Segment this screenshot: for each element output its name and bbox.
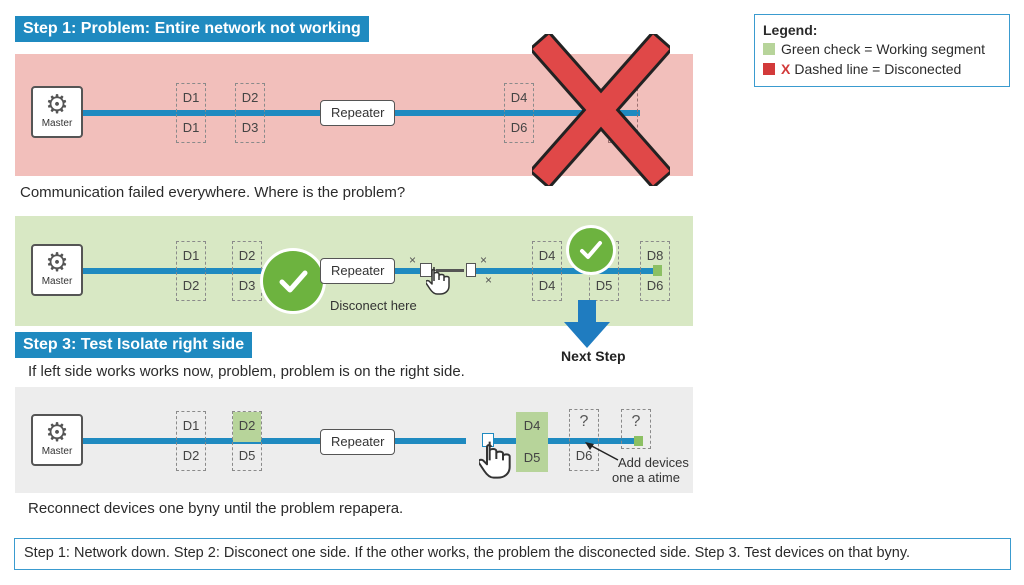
device-label: D4	[538, 278, 556, 293]
step2-end-terminator	[653, 265, 662, 276]
master-label: Master	[41, 276, 73, 287]
device-label: D1	[182, 90, 200, 105]
step1-master-node: ⚙ Master	[31, 86, 83, 138]
step2-bus-right	[474, 268, 658, 274]
x-mark-icon: ×	[409, 253, 417, 267]
device-label: D5	[238, 448, 256, 463]
legend-row-working: Green check = Working segment	[763, 39, 1001, 59]
x-mark-icon: ×	[485, 273, 493, 287]
legend-working-text: Green check = Working segment	[781, 41, 986, 57]
legend-disconnected-text: Dashed line = Disconected	[794, 61, 962, 77]
step2-disconnected-wire	[436, 269, 464, 272]
unknown-device-label: ?	[579, 413, 589, 430]
step1-device-group-2: D2 D3	[235, 83, 265, 143]
next-step-arrow-icon	[564, 300, 610, 348]
next-step-label: Next Step	[561, 348, 626, 364]
step3-end-terminator	[634, 436, 643, 446]
step2-device-group-1: D1 D2	[176, 241, 206, 301]
step3-caption: If left side works works now, problem, p…	[28, 363, 465, 380]
step1-repeater: Repeater	[320, 100, 396, 126]
device-label: D6	[575, 448, 593, 463]
add-devices-label-line2: one a atime	[612, 470, 680, 485]
step2-device-group-3: D4 D4	[532, 241, 562, 301]
device-label: D5	[523, 450, 541, 465]
device-label: D4	[523, 418, 541, 433]
device-label: D6	[510, 120, 528, 135]
summary-box: Step 1: Network down. Step 2: Disconect …	[14, 538, 1011, 570]
step3-device-group-3: D4 D5	[516, 412, 548, 472]
hand-pointer-icon	[479, 441, 511, 479]
step1-title: Step 1: Problem: Entire network not work…	[15, 16, 369, 42]
step3-device-group-5: ?	[621, 409, 651, 449]
step3-device-group-4: ? D6	[569, 409, 599, 471]
step2-bus-left	[80, 268, 420, 274]
step2-repeater: Repeater	[320, 258, 396, 284]
working-highlight	[233, 412, 261, 442]
step1-device-group-3: D4 D6	[504, 83, 534, 143]
step3-device-group-2: D2 D5	[232, 411, 262, 471]
hand-pointer-icon	[426, 267, 450, 295]
unplugged-connector-icon[interactable]	[466, 263, 476, 277]
unknown-device-label: ?	[631, 413, 641, 430]
step3-device-group-1: D1 D2	[176, 411, 206, 471]
device-label: D1	[182, 418, 200, 433]
device-label: D4	[538, 248, 556, 263]
step3-title: Step 3: Test Isolate right side	[15, 332, 253, 358]
check-icon	[569, 228, 613, 272]
master-label: Master	[41, 118, 73, 129]
master-label: Master	[41, 446, 73, 457]
step3-bottom-caption: Reconnect devices one byny until the pro…	[28, 500, 404, 517]
device-label: D2	[238, 418, 256, 433]
big-red-x-icon	[532, 34, 670, 186]
device-label: D4	[510, 90, 528, 105]
gear-icon: ⚙	[45, 417, 69, 447]
step3-bus-left	[80, 438, 466, 444]
legend-title: Legend:	[763, 22, 818, 38]
device-label: D2	[182, 448, 200, 463]
green-swatch-icon	[763, 43, 775, 55]
device-label: D5	[595, 278, 613, 293]
pointer-arrow-icon	[585, 442, 619, 461]
red-x-icon: X	[781, 61, 791, 77]
step3-master-node: ⚙ Master	[31, 414, 83, 466]
gear-icon: ⚙	[45, 247, 69, 277]
device-label: D3	[241, 120, 259, 135]
device-label: D1	[182, 248, 200, 263]
device-label: D2	[238, 248, 256, 263]
step1-device-group-1: D1 D1	[176, 83, 206, 143]
step2-device-group-2: D2 D3	[232, 241, 262, 301]
device-label: D8	[646, 248, 664, 263]
device-label: D3	[238, 278, 256, 293]
step3-repeater: Repeater	[320, 429, 396, 455]
x-mark-icon: ×	[480, 253, 488, 267]
step2-device-group-5: D8 D6	[640, 241, 670, 301]
step1-caption: Communication failed everywhere. Where i…	[20, 184, 406, 201]
gear-icon: ⚙	[45, 89, 69, 119]
device-label: D2	[241, 90, 259, 105]
red-swatch-icon	[763, 63, 775, 75]
disconnect-here-label: Disconect here	[330, 298, 417, 313]
step2-master-node: ⚙ Master	[31, 244, 83, 296]
add-devices-label-line1: Add devices	[618, 455, 689, 470]
device-label: D6	[646, 278, 664, 293]
device-label: D1	[182, 120, 200, 135]
check-icon	[263, 251, 323, 311]
device-label: D2	[182, 278, 200, 293]
step3-bus-right	[492, 438, 638, 444]
